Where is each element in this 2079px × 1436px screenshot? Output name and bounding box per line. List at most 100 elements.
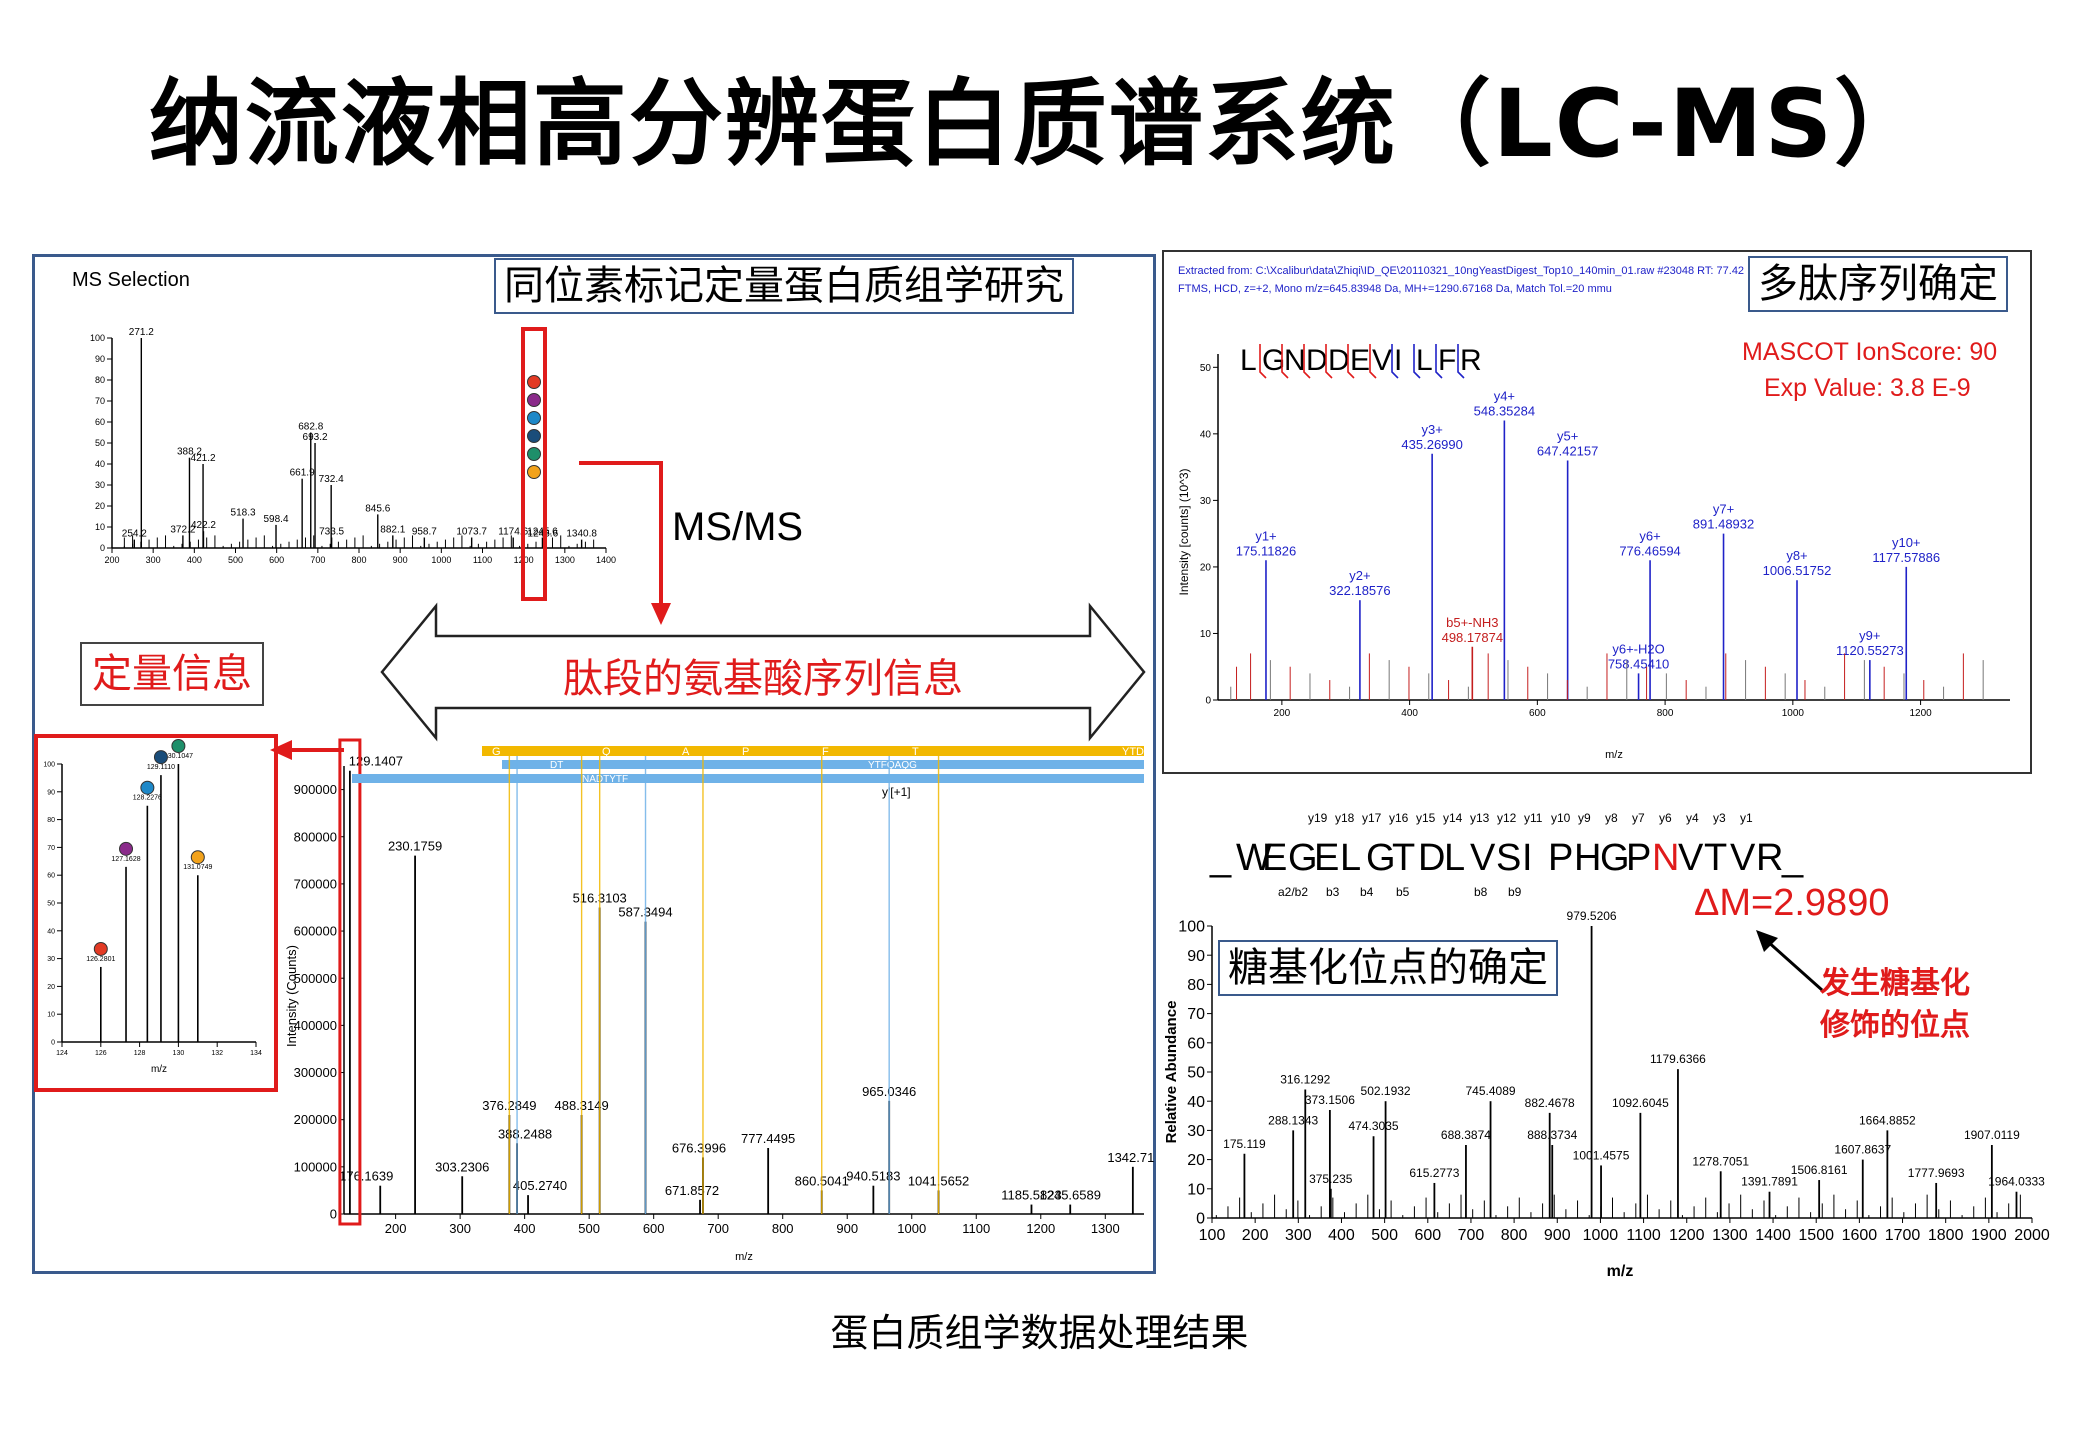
sequence-residue: E [1262, 837, 1287, 879]
x-tick-label: 800 [1501, 1227, 1528, 1244]
x-tick-label: 800 [351, 555, 366, 565]
peak-label: 882.4678 [1525, 1096, 1575, 1110]
coverage-bar-gold [482, 746, 1144, 756]
fragment-bracket [1347, 344, 1355, 379]
seq-top-label: Q [602, 746, 611, 758]
fragment-bracket [1435, 344, 1443, 379]
x-tick-label: 600 [269, 555, 284, 565]
peak-label: 671.8572 [665, 1183, 719, 1198]
reporter-marker [93, 941, 108, 956]
peak-label: 1120.55273 [1836, 643, 1904, 658]
y-ion-label: y9 [1578, 811, 1591, 825]
y-tick-label: 60 [95, 417, 105, 427]
peak-label: 891.48932 [1693, 517, 1754, 532]
peak-label: 1506.8161 [1791, 1163, 1848, 1177]
msms-label: MS/MS [672, 505, 804, 549]
x-tick-label: 200 [1274, 708, 1291, 719]
seq-top-label: T [912, 746, 919, 758]
fragment-bracket [1303, 344, 1311, 379]
peak-label: 1278.7051 [1692, 1154, 1749, 1168]
sequence-residue: F [1438, 344, 1456, 377]
y-tick-label: 90 [95, 354, 105, 364]
reporter-dots [521, 327, 547, 601]
x-tick-label: 200 [104, 555, 119, 565]
slide-caption: 蛋白质组学数据处理结果 [830, 1311, 1249, 1355]
sequence-residue: P [1626, 837, 1651, 879]
reporter-marker [171, 739, 186, 753]
peak-label: 676.3996 [672, 1140, 726, 1155]
y-tick-label: 20 [47, 984, 55, 991]
coverage-bar-blue [502, 760, 1144, 769]
y-tick-label: 100 [1178, 919, 1205, 936]
x-tick-label: 124 [56, 1050, 68, 1057]
x-tick-label: 1200 [1669, 1227, 1705, 1244]
sequence-residue: I [1522, 837, 1533, 879]
reporter-marker [190, 850, 205, 865]
peak-label: 688.3874 [1441, 1128, 1491, 1142]
x-tick-label: 200 [1242, 1227, 1269, 1244]
x-tick-label: 1200 [1026, 1221, 1055, 1236]
ion-label: y5+ [1557, 428, 1578, 443]
y-tick-label: 500000 [294, 971, 337, 986]
seq-low-label: y'[+1] [882, 785, 911, 799]
peak-label: 615.2773 [1409, 1166, 1459, 1180]
peak-label: 375.235 [1309, 1172, 1353, 1186]
peak-label: 322.18576 [1329, 583, 1390, 598]
sequence-residue: G [1600, 837, 1630, 879]
peak-label: 175.119 [1223, 1137, 1266, 1151]
x-tick-label: 1100 [1626, 1227, 1661, 1244]
b-ion-label: b4 [1360, 885, 1374, 899]
seq-top-label: F [822, 746, 829, 758]
x-tick-label: 300 [449, 1221, 471, 1236]
peak-label: 288.1343 [1268, 1113, 1318, 1127]
fragment-bracket [1259, 344, 1267, 379]
x-tick-label: 700 [707, 1221, 729, 1236]
peak-label: 176.1639 [339, 1169, 393, 1184]
y-tick-label: 900000 [294, 782, 337, 797]
y-tick-label: 30 [95, 480, 105, 490]
y-tick-label: 40 [1187, 1094, 1205, 1111]
peak-label: 733.5 [319, 527, 344, 538]
b-ion-label: b8 [1474, 885, 1488, 899]
y-ion-label: y6 [1659, 811, 1672, 825]
glyco-label: 糖基化位点的确定 [1218, 940, 1558, 996]
x-tick-label: 134 [250, 1050, 262, 1057]
peak-label: 498.17874 [1442, 630, 1503, 645]
x-axis-label: m/z [1607, 1263, 1634, 1280]
exp-value: Exp Value: 3.8 E-9 [1764, 374, 1971, 402]
seq-low-label: NADTYTF [582, 774, 628, 785]
sequence-residue: W [1236, 837, 1272, 879]
y-tick-label: 100 [43, 761, 55, 768]
peak-label: 1391.7891 [1741, 1175, 1798, 1189]
y-tick-label: 40 [95, 459, 105, 469]
y-ion-label: y14 [1443, 811, 1463, 825]
inset-arrow [270, 740, 344, 760]
fragment-bracket [1369, 344, 1377, 379]
peak-label: 1179.6366 [1650, 1052, 1706, 1066]
x-tick-label: 1300 [1712, 1227, 1748, 1244]
ion-label: y1+ [1255, 528, 1276, 543]
peak-label: 1006.51752 [1763, 563, 1832, 578]
y-ion-label: y17 [1362, 811, 1382, 825]
ion-label: y9+ [1859, 628, 1880, 643]
y-tick-label: 60 [47, 873, 55, 880]
x-tick-label: 600 [1529, 708, 1546, 719]
reporter-inset-frame [34, 734, 278, 1092]
peak-label: 693.2 [303, 432, 328, 443]
peak-label: 316.1292 [1280, 1073, 1330, 1087]
peak-label: 1607.8637 [1834, 1143, 1891, 1157]
chart-header: FTMS, HCD, z=+2, Mono m/z=645.83948 Da, … [1178, 283, 1612, 295]
peak-label: 776.46594 [1619, 543, 1680, 558]
ion-label: y10+ [1892, 535, 1921, 550]
y-ion-label: y13 [1470, 811, 1490, 825]
y-tick-label: 60 [1187, 1035, 1205, 1052]
peak-label: 128.2276 [133, 795, 162, 802]
seq-top-label: YTD [1122, 746, 1144, 758]
sequence-residue: G [1262, 344, 1285, 377]
y-tick-label: 90 [47, 789, 55, 796]
y-tick-label: 0 [330, 1207, 337, 1222]
y-tick-label: 70 [47, 845, 55, 852]
x-tick-label: 600 [643, 1221, 665, 1236]
sequence-residue: T [1704, 837, 1727, 879]
